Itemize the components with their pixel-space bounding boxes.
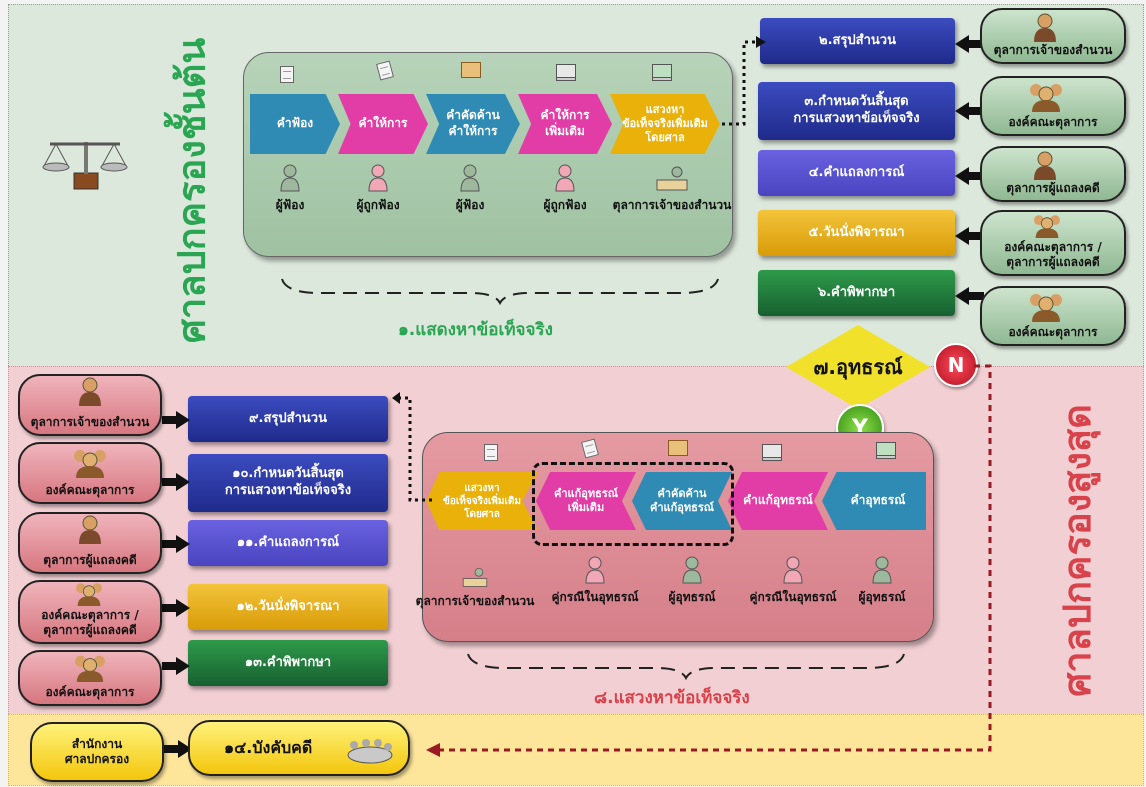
connector-dotted xyxy=(722,36,766,126)
arrow-head xyxy=(176,657,190,675)
arrow-head xyxy=(176,411,190,429)
document-icon xyxy=(484,444,498,461)
judges-group-icon xyxy=(1030,294,1062,322)
judge-icon xyxy=(1034,13,1056,42)
actor-defendant: ผู้ถูกฟ้อง xyxy=(338,164,418,215)
person-icon xyxy=(460,164,480,192)
flow-step-fact-finding: แสวงหา ข้อเท็จจริงเพิ่มเติม โดยศาล xyxy=(426,472,538,530)
arrow-body xyxy=(162,540,178,548)
actor-case-judge: ตุลาการเจ้าของสำนวน xyxy=(612,164,732,215)
arrow-body xyxy=(164,745,180,753)
step-8-label: ๘.แสวงหาข้อเท็จจริง xyxy=(594,688,750,708)
arrow-body xyxy=(968,107,984,115)
actor-plaintiff: ผู้ฟ้อง xyxy=(260,164,320,215)
bracket-line xyxy=(467,653,905,680)
person-icon xyxy=(783,556,803,584)
step-2-summary: ๒.สรุปสำนวน xyxy=(760,18,955,64)
arrow-head xyxy=(955,35,969,53)
upper-flow-panel xyxy=(243,52,733,257)
envelope-icon xyxy=(461,62,481,78)
document-icon xyxy=(280,66,294,83)
step-11-statement: ๑๑.คำแถลงการณ์ xyxy=(188,520,388,566)
judge-desk-icon xyxy=(656,166,688,191)
step-10-deadline: ๑๐.กำหนดวันสิ้นสุด การแสวงหาข้อเท็จจริง xyxy=(188,454,388,512)
scales-icon xyxy=(42,142,128,190)
flow-step-appeal-reply: คำแก้อุทธรณ์ xyxy=(728,472,828,530)
person-icon xyxy=(585,556,605,584)
step-6-judgment: ๖.คำพิพากษา xyxy=(758,270,955,316)
actor-appeal-respondent: คู่กรณีในอุทธรณ์ xyxy=(540,556,650,607)
person-icon xyxy=(555,164,575,192)
step-13-judgment: ๑๓.คำพิพากษา xyxy=(188,640,388,686)
role-admin-court-office: สำนักงาน ศาลปกครอง xyxy=(30,722,164,782)
arrow-head xyxy=(176,473,190,491)
step-1-label: ๑.แสดงหาข้อเท็จจริง xyxy=(398,320,553,340)
highlight-group-box xyxy=(532,462,734,546)
flow-step-additional-reply: คำแก้อุทธรณ์ เพิ่มเติม xyxy=(536,472,636,530)
decision-no-badge: N xyxy=(934,343,978,387)
supreme-flow-panel xyxy=(422,432,934,642)
no-route-connector xyxy=(426,364,992,757)
arrow-head xyxy=(955,287,969,305)
paper-stack-icon xyxy=(762,444,782,458)
actor-appellant: ผู้อุทธรณ์ xyxy=(662,556,722,607)
meeting-table-icon xyxy=(347,739,393,764)
judges-group-icon xyxy=(75,655,105,682)
arrow-head xyxy=(955,227,969,245)
arrow-body xyxy=(162,416,178,424)
supreme-court-title: ศาลปกครองสูงสุด xyxy=(1054,404,1099,697)
flow-step-reply-objection: คำคัดค้าน คำแก้อุทธรณ์ xyxy=(632,472,732,530)
step-5-hearing: ๕.วันนั่งพิจารณา xyxy=(758,210,955,256)
flow-step-objection: คำคัดค้าน คำให้การ xyxy=(426,94,520,154)
arrow-body xyxy=(968,172,984,180)
person-icon xyxy=(280,164,300,192)
role-panel: องค์คณะตุลาการ xyxy=(18,442,162,504)
actor-plaintiff: ผู้ฟ้อง xyxy=(440,164,500,215)
judges-group-icon xyxy=(74,450,106,478)
actor-defendant: ผู้ถูกฟ้อง xyxy=(525,164,605,215)
flow-step-complaint: คำฟ้อง xyxy=(250,94,340,154)
flow-step-appeal: คำอุทธรณ์ xyxy=(822,472,926,530)
step-9-summary: ๙.สรุปสำนวน xyxy=(188,396,388,442)
arrow-head xyxy=(176,535,190,553)
arrow-body xyxy=(968,292,984,300)
step-3-deadline: ๓.กำหนดวันสิ้นสุด การแสวงหาข้อเท็จจริง xyxy=(758,82,955,140)
arrow-body xyxy=(968,232,984,240)
connector-dotted xyxy=(392,392,432,502)
judges-group-icon xyxy=(76,583,102,606)
judge-icon xyxy=(79,515,101,544)
arrow-head xyxy=(955,167,969,185)
actor-appeal-respondent: คู่กรณีในอุทธรณ์ xyxy=(738,556,848,607)
arrow-body xyxy=(162,604,178,612)
money-stack-icon xyxy=(876,442,896,456)
paper-stack-icon xyxy=(556,64,576,78)
role-panel-or-statement-judge: องค์คณะตุลาการ / ตุลาการผู้แถลงคดี xyxy=(18,580,162,644)
flow-step-additional-answer: คำให้การ เพิ่มเติม xyxy=(518,94,612,154)
flow-step-fact-finding: แสวงหา ข้อเท็จจริงเพิ่มเติม โดยศาล xyxy=(610,94,720,154)
bracket-line xyxy=(281,278,719,305)
arrow-body xyxy=(968,40,984,48)
judge-icon xyxy=(1034,151,1056,180)
arrow-body xyxy=(162,478,178,486)
judges-group-icon xyxy=(1030,84,1062,112)
role-case-judge: ตุลาการเจ้าของสำนวน xyxy=(980,8,1126,64)
actor-case-judge: ตุลาการเจ้าของสำนวน xyxy=(412,566,538,611)
person-icon xyxy=(872,556,892,584)
judge-icon xyxy=(79,377,101,406)
envelope-icon xyxy=(668,440,688,456)
flow-step-answer: คำให้การ xyxy=(338,94,428,154)
arrow-head xyxy=(955,102,969,120)
arrow-body xyxy=(162,662,178,670)
step-12-hearing: ๑๒.วันนั่งพิจารณา xyxy=(188,584,388,630)
judge-desk-icon xyxy=(462,567,488,587)
person-icon xyxy=(368,164,388,192)
step-4-statement: ๔.คำแถลงการณ์ xyxy=(758,150,955,196)
money-stack-icon xyxy=(652,64,672,78)
upper-court-title: ศาลปกครองชั้นต้น xyxy=(169,37,214,344)
arrow-head xyxy=(176,599,190,617)
judges-group-icon xyxy=(1034,215,1060,238)
person-icon xyxy=(682,556,702,584)
actor-appellant: ผู้อุทธรณ์ xyxy=(852,556,912,607)
